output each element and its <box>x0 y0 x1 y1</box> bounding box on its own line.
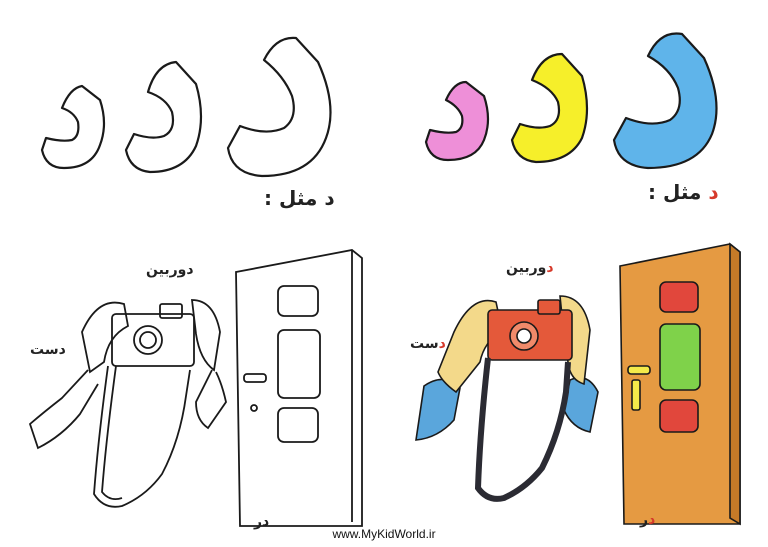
hand-right-outline <box>190 299 221 372</box>
dal-letter-medium-outline <box>124 60 203 174</box>
footer-website: www.MyKidWorld.ir <box>332 527 436 541</box>
door-handle <box>627 365 651 375</box>
door-handle-outline <box>243 373 267 383</box>
heading-example-outline: د مثل : <box>264 186 335 210</box>
word-camera-colored: دوربین <box>506 260 554 276</box>
left-page-outline: د مثل : دوربین دست در <box>28 36 363 530</box>
word-door-outline: در <box>254 514 270 530</box>
word-door-colored: در <box>640 512 656 528</box>
door-panel-bottom-outline <box>277 407 319 443</box>
camera-strap <box>474 357 571 502</box>
arm-left-outline <box>28 369 99 450</box>
outline-illustration <box>28 36 363 527</box>
dal-letter-small-colored <box>424 80 490 162</box>
word-camera-outline: دوربین <box>146 262 194 278</box>
heading-example-colored: د مثل : <box>648 180 719 204</box>
arm-right-outline <box>195 369 227 430</box>
colored-illustration <box>415 32 741 526</box>
door-panel-top <box>659 281 699 313</box>
word-hand-outline: دست <box>30 342 66 358</box>
right-page-colored: د مثل : دوربین دست در <box>384 0 768 547</box>
camera-lens-outline <box>133 325 163 355</box>
dal-letter-medium-colored <box>510 52 589 164</box>
camera-body-outline <box>111 313 195 367</box>
dal-letter-large-colored <box>612 32 718 170</box>
arm-left <box>437 299 503 394</box>
sleeve-left <box>415 378 461 441</box>
word-hand-colored: دست <box>410 336 446 352</box>
door-outline <box>235 249 363 527</box>
door-panel-middle <box>659 323 701 391</box>
dal-letter-large-outline <box>226 36 332 178</box>
door-panel-middle-outline <box>277 329 321 399</box>
strap-outline <box>93 365 191 508</box>
door-panel-top-outline <box>277 285 319 317</box>
door-panel-bottom <box>659 399 699 433</box>
dal-letter-small-outline <box>40 84 106 170</box>
hand-left-outline <box>81 301 130 374</box>
